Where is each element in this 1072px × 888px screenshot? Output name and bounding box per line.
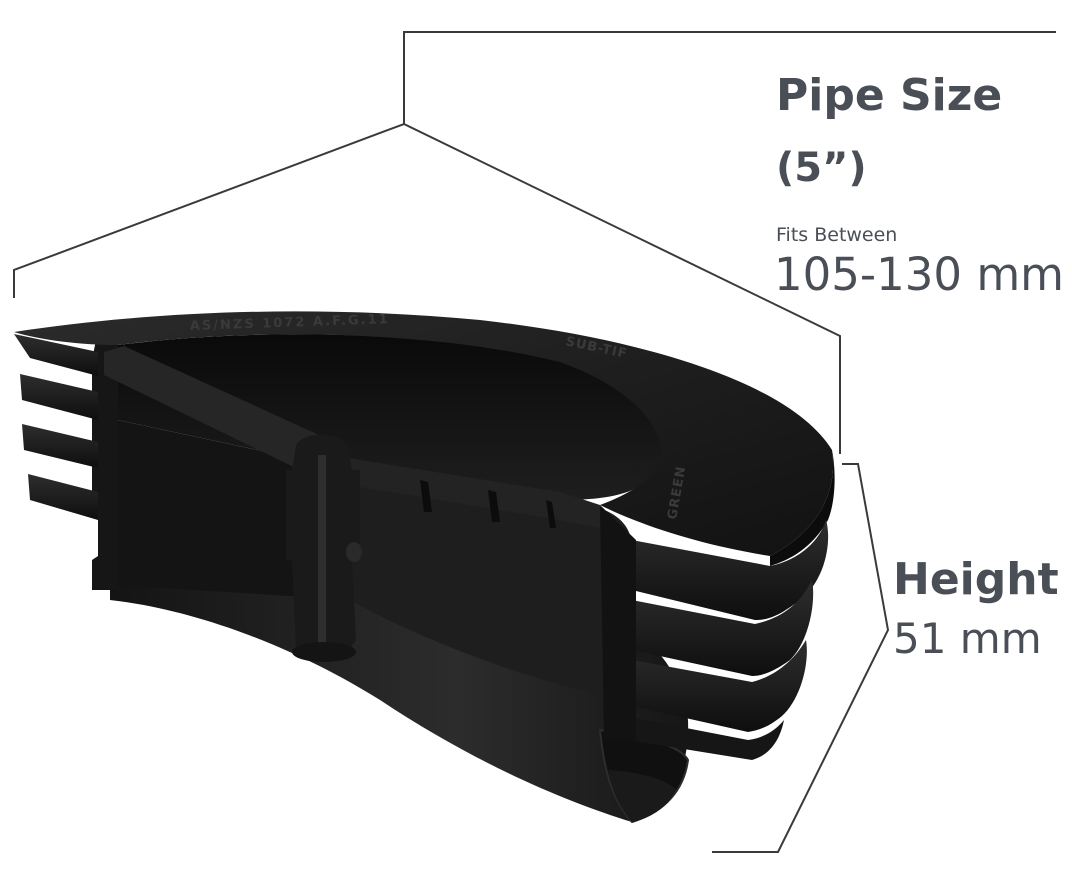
left-fin-2 bbox=[20, 374, 98, 420]
left-wall bbox=[92, 340, 118, 590]
cross-bar bbox=[104, 346, 330, 470]
pipe-diameter-leader-line bbox=[403, 123, 841, 454]
stem-highlight bbox=[318, 455, 326, 645]
left-fin-3 bbox=[22, 424, 98, 468]
left-fin-4 bbox=[28, 474, 98, 520]
top-rim bbox=[14, 311, 834, 556]
right-wall bbox=[600, 505, 636, 740]
pipe-size-value: (5”) bbox=[776, 145, 867, 191]
right-fin-4 bbox=[624, 716, 784, 760]
floor-waste-insert: AS/NZS 1072 A.F.G.11 SUB-TIF GREEN bbox=[14, 311, 835, 824]
cross-bar-right bbox=[330, 455, 600, 528]
right-fin-3 bbox=[632, 640, 807, 732]
inner-cavity bbox=[118, 334, 664, 500]
fits-between-caption: Fits Between bbox=[776, 224, 898, 246]
embossed-standard-text: AS/NZS 1072 A.F.G.11 bbox=[190, 312, 390, 334]
rim-edge bbox=[770, 450, 835, 566]
height-title: Height bbox=[893, 554, 1059, 605]
height-leader-line bbox=[712, 463, 890, 853]
pipe-size-title: Pipe Size bbox=[776, 70, 1003, 121]
right-fin-2 bbox=[632, 580, 814, 676]
lower-ring-2 bbox=[608, 770, 676, 822]
stem-knob bbox=[346, 542, 362, 562]
stem-foot bbox=[292, 642, 356, 662]
left-fin-1 bbox=[14, 334, 98, 376]
right-fin-1 bbox=[632, 520, 829, 620]
fits-between-range: 105-130 mm bbox=[774, 248, 1064, 301]
inner-curved-wall bbox=[350, 470, 632, 700]
height-value: 51 mm bbox=[893, 614, 1042, 663]
